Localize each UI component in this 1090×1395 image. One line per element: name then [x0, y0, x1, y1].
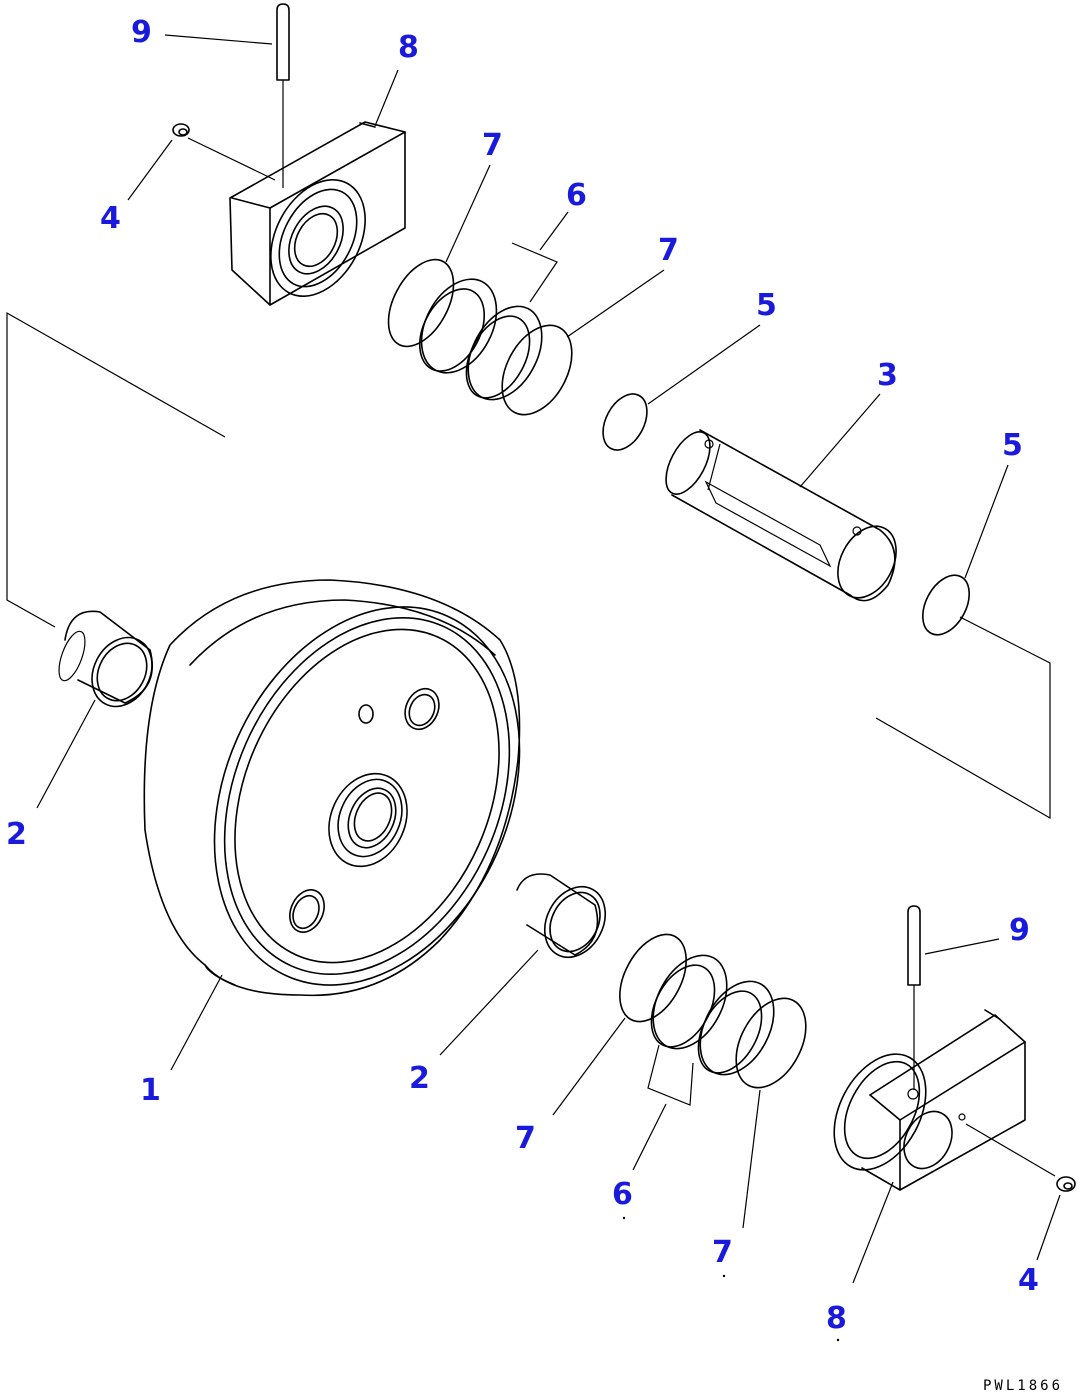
callout-9-bottom: 9 — [1009, 913, 1030, 948]
callout-8-top: 8 — [398, 30, 419, 65]
o-ring-right-part — [922, 574, 970, 636]
idler-wheel-part — [143, 579, 521, 997]
bolt-top-part — [172, 123, 276, 181]
pin-bottom-part — [907, 905, 921, 1090]
seal-ring-set-bottom — [619, 933, 807, 1106]
bracket-top-part — [229, 121, 406, 306]
callout-7-bottom-right: 7 — [712, 1235, 733, 1270]
callout-7-top-right: 7 — [658, 233, 679, 268]
o-ring-top-part — [602, 393, 648, 451]
callout-dots — [622, 1216, 840, 1342]
callout-4-bottom: 4 — [1018, 1263, 1039, 1298]
leader-lines — [36, 34, 1061, 1284]
shaft-part — [665, 429, 897, 602]
seal-ring-set-top — [387, 242, 573, 416]
callout-labels: 9 8 4 7 6 7 5 3 5 2 1 2 7 6 7 9 8 4 — [6, 15, 1039, 1336]
callout-1: 1 — [140, 1073, 161, 1108]
callout-9-top: 9 — [131, 15, 152, 50]
callout-5-right: 5 — [1002, 428, 1023, 463]
bracket-bottom-part — [833, 1009, 1026, 1191]
drawing-code: PWL1866 — [983, 1378, 1063, 1394]
bushing-right-part — [516, 873, 607, 959]
callout-6-top: 6 — [566, 178, 587, 213]
bolt-bottom-part — [965, 1123, 1076, 1192]
callout-2-left: 2 — [6, 817, 27, 852]
bushing-left-part — [58, 610, 154, 708]
pin-top-part — [276, 3, 290, 188]
callout-4-top: 4 — [100, 201, 121, 236]
assembly-frame-lines — [6, 311, 1051, 820]
callout-6-bottom: 6 — [612, 1177, 633, 1212]
callout-8-bottom: 8 — [826, 1301, 847, 1336]
callout-2-right: 2 — [409, 1061, 430, 1096]
callout-3: 3 — [877, 358, 898, 393]
callout-7-bottom-left: 7 — [515, 1121, 536, 1156]
callout-7-top-left: 7 — [482, 128, 503, 163]
callout-5-top: 5 — [756, 288, 777, 323]
